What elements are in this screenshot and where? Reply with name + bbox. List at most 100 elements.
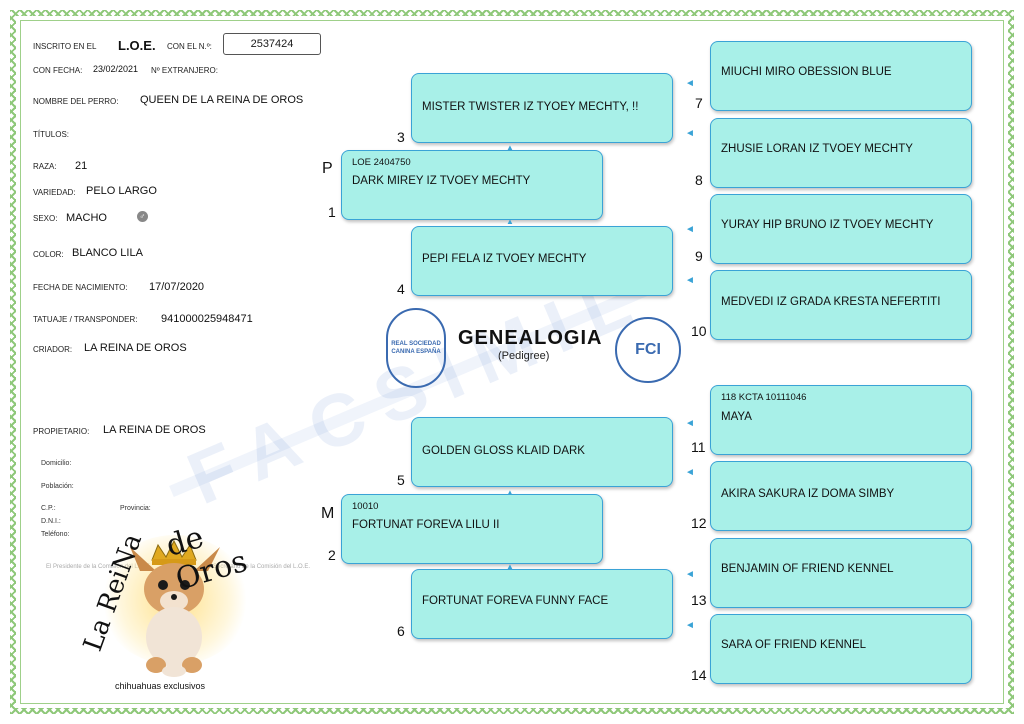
parent-box-sire: LOE 2404750 DARK MIREY IZ TVOEY MECHTY: [341, 150, 603, 220]
propietario-value: LA REINA DE OROS: [103, 424, 206, 436]
ggp-name: MEDVEDI IZ GRADA KRESTA NEFERTITI: [721, 296, 941, 308]
sexo-label: SEXO:: [33, 214, 58, 223]
ggp-number-9: 9: [695, 248, 703, 264]
criador-label: CRIADOR:: [33, 345, 73, 354]
secretary-signature-line: El Secretario de la Comisión del L.O.E.: [206, 564, 311, 570]
grandparent-number-5: 5: [397, 472, 405, 488]
dam-letter: M: [321, 505, 335, 522]
ggp-number-13: 13: [691, 592, 707, 608]
seal-left-text: REAL SOCIEDAD CANINA ESPAÑA: [391, 341, 441, 355]
variedad-label: VARIEDAD:: [33, 188, 76, 197]
dog-name: QUEEN DE LA REINA DE OROS: [140, 94, 304, 106]
domicilio-label: Domicilio:: [41, 460, 72, 467]
tatuaje-value: 941000025948471: [161, 313, 253, 325]
link-arrow-icon: ◄: [685, 569, 695, 580]
link-arrow-icon: ▲: [506, 217, 514, 226]
sire-letter: P: [322, 160, 333, 177]
ggp-name: AKIRA SAKURA IZ DOMA SIMBY: [721, 488, 895, 500]
seal-right-text: FCI: [635, 341, 661, 358]
nacimiento-label: FECHA DE NACIMIENTO:: [33, 283, 128, 292]
grandparent-number-6: 6: [397, 623, 405, 639]
grandparent-box-3: MISTER TWISTER IZ TYOEY MECHTY, !!: [411, 73, 673, 143]
link-arrow-icon: ◄: [685, 275, 695, 286]
ggp-number-11: 11: [691, 439, 706, 455]
ggp-box-10: MEDVEDI IZ GRADA KRESTA NEFERTITI: [710, 270, 972, 340]
ggp-number-12: 12: [691, 515, 707, 531]
color-label: COLOR:: [33, 250, 64, 259]
ggp-name: MIUCHI MIRO OBESSION BLUE: [721, 66, 892, 78]
ggp-number-8: 8: [695, 172, 703, 188]
ggp-box-13: BENJAMIN OF FRIEND KENNEL: [710, 538, 972, 608]
tatuaje-label: TATUAJE / TRANSPONDER:: [33, 315, 138, 324]
parent-box-dam: 10010 FORTUNAT FOREVA LILU II: [341, 494, 603, 564]
registry-name: L.O.E.: [118, 38, 156, 53]
telefono-label: Teléfono:: [41, 531, 70, 538]
nombre-label: NOMBRE DEL PERRO:: [33, 97, 119, 106]
president-signature-line: El Presidente de la Comisión del L.O.E.: [46, 564, 152, 570]
fci-seal-icon: FCI: [615, 317, 681, 383]
link-arrow-icon: ▲: [506, 143, 514, 152]
parent-name: DARK MIREY IZ TVOEY MECHTY: [352, 175, 531, 187]
grandparent-number-4: 4: [397, 281, 405, 297]
grandparent-name: PEPI FELA IZ TVOEY MECHTY: [422, 253, 587, 265]
link-arrow-icon: ▲: [506, 562, 514, 571]
pedigree-title: GENEALOGIA: [458, 327, 603, 349]
chihuahua-icon: [130, 539, 220, 677]
nacimiento-value: 17/07/2020: [149, 281, 205, 293]
parent-reg: LOE 2404750: [352, 157, 411, 168]
inscrito-label: INSCRITO EN EL: [33, 42, 97, 51]
link-arrow-icon: ◄: [685, 128, 695, 139]
link-arrow-icon: ◄: [685, 224, 695, 235]
cp-label: C.P.:: [41, 505, 56, 512]
ggp-reg: 118 KCTA 10111046: [721, 392, 807, 403]
logo-tagline: chihuahuas exclusivos: [115, 681, 206, 691]
grandparent-name: MISTER TWISTER IZ TYOEY MECHTY, !!: [422, 101, 639, 113]
ggp-number-14: 14: [691, 667, 707, 683]
parent-number-2: 2: [328, 547, 336, 563]
ggp-name: BENJAMIN OF FRIEND KENNEL: [721, 563, 894, 575]
link-arrow-icon: ◄: [685, 467, 695, 478]
link-arrow-icon: ▲: [506, 488, 514, 497]
ggp-box-8: ZHUSIE LORAN IZ TVOEY MECHTY: [710, 118, 972, 188]
link-arrow-icon: ◄: [685, 78, 695, 89]
registration-number: 2537424: [223, 33, 321, 55]
parent-reg: 10010: [352, 501, 379, 512]
titulos-label: TÍTULOS:: [33, 130, 70, 139]
sexo-value: MACHO: [66, 212, 107, 224]
criador-value: LA REINA DE OROS: [84, 342, 187, 354]
color-value: BLANCO LILA: [72, 247, 143, 259]
con-el-label: CON EL N.º:: [167, 42, 212, 51]
grandparent-name: FORTUNAT FOREVA FUNNY FACE: [422, 595, 609, 607]
ggp-name: MAYA: [721, 411, 752, 423]
ggp-box-12: AKIRA SAKURA IZ DOMA SIMBY: [710, 461, 972, 531]
grandparent-number-3: 3: [397, 129, 405, 145]
ggp-name: YURAY HIP BRUNO IZ TVOEY MECHTY: [721, 219, 934, 231]
grandparent-box-6: FORTUNAT FOREVA FUNNY FACE: [411, 569, 673, 639]
link-arrow-icon: ◄: [685, 620, 695, 631]
grandparent-box-5: GOLDEN GLOSS KLAID DARK: [411, 417, 673, 487]
ggp-box-7: MIUCHI MIRO OBESSION BLUE: [710, 41, 972, 111]
fecha-value: 23/02/2021: [93, 64, 139, 74]
propietario-label: PROPIETARIO:: [33, 427, 90, 436]
rsce-seal-icon: REAL SOCIEDAD CANINA ESPAÑA: [386, 308, 446, 388]
grandparent-box-4: PEPI FELA IZ TVOEY MECHTY: [411, 226, 673, 296]
ggp-number-7: 7: [695, 95, 703, 111]
raza-value: 21: [75, 160, 88, 172]
ggp-box-9: YURAY HIP BRUNO IZ TVOEY MECHTY: [710, 194, 972, 264]
poblacion-label: Población:: [41, 483, 74, 490]
ggp-name: ZHUSIE LORAN IZ TVOEY MECHTY: [721, 143, 913, 155]
ggp-number-10: 10: [691, 323, 707, 339]
kennel-logo: La ReiNa de Oros chihuahuas exclusivos: [70, 505, 270, 695]
variedad-value: PELO LARGO: [86, 185, 157, 197]
grandparent-name: GOLDEN GLOSS KLAID DARK: [422, 445, 585, 457]
ggp-name: SARA OF FRIEND KENNEL: [721, 639, 867, 651]
dni-label: D.N.I.:: [41, 518, 61, 525]
raza-label: RAZA:: [33, 162, 57, 171]
inner-border-line: [20, 20, 1004, 704]
provincia-label: Provincia:: [120, 505, 151, 512]
extranjero-label: Nº EXTRANJERO:: [151, 66, 218, 75]
link-arrow-icon: ◄: [685, 418, 695, 429]
pedigree-subtitle: (Pedigree): [498, 350, 550, 362]
male-symbol-icon: ♂: [137, 211, 148, 222]
